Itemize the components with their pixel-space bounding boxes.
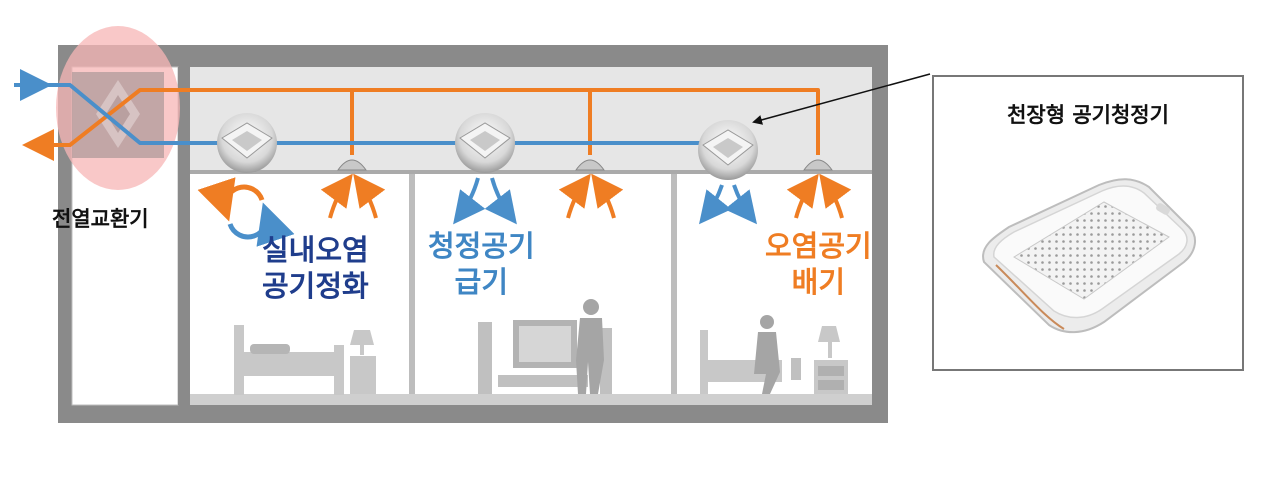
indoor-purify-line2: 공기정화 xyxy=(262,269,369,303)
lamp-icon xyxy=(350,330,374,355)
wastebin-icon xyxy=(791,358,801,380)
heat-exchanger-label: 전열교환기 xyxy=(52,207,149,231)
polluted-exhaust-line2: 배기 xyxy=(791,265,846,299)
clean-supply-line1: 청정공기 xyxy=(428,229,535,263)
recirculation-icon xyxy=(197,177,295,247)
lamp-icon xyxy=(818,326,840,358)
nightstand-icon xyxy=(350,356,376,394)
callout-arrow xyxy=(752,73,931,125)
exhaust-airflow-arrows xyxy=(320,173,852,219)
indoor-purify-line1: 실내오염 xyxy=(262,233,369,267)
clean-supply-label: 청정공기 급기 xyxy=(428,228,535,300)
heat-exchanger-icon xyxy=(72,72,164,158)
indoor-purify-label: 실내오염 공기정화 xyxy=(262,232,369,304)
bed-icon xyxy=(234,325,344,395)
product-inset: 천장형 공기청정기 xyxy=(932,75,1244,371)
person-icon xyxy=(754,315,780,394)
ceiling-purifier-icon xyxy=(455,113,515,173)
inset-title: 천장형 공기청정기 xyxy=(1007,103,1169,127)
supply-airflow-arrows xyxy=(453,177,757,225)
exhaust-grille-icons xyxy=(337,159,833,171)
polluted-exhaust-line1: 오염공기 xyxy=(765,229,872,263)
polluted-exhaust-label: 오염공기 배기 xyxy=(765,228,872,300)
clean-supply-line2: 급기 xyxy=(454,265,509,299)
ceiling-purifier-product-icon xyxy=(982,178,1196,334)
person-icon xyxy=(576,299,604,394)
nightstand-icon xyxy=(814,360,848,394)
ceiling-purifier-icon xyxy=(698,120,758,180)
tv-icon xyxy=(498,320,588,387)
ceiling-purifier-icon xyxy=(217,113,277,173)
